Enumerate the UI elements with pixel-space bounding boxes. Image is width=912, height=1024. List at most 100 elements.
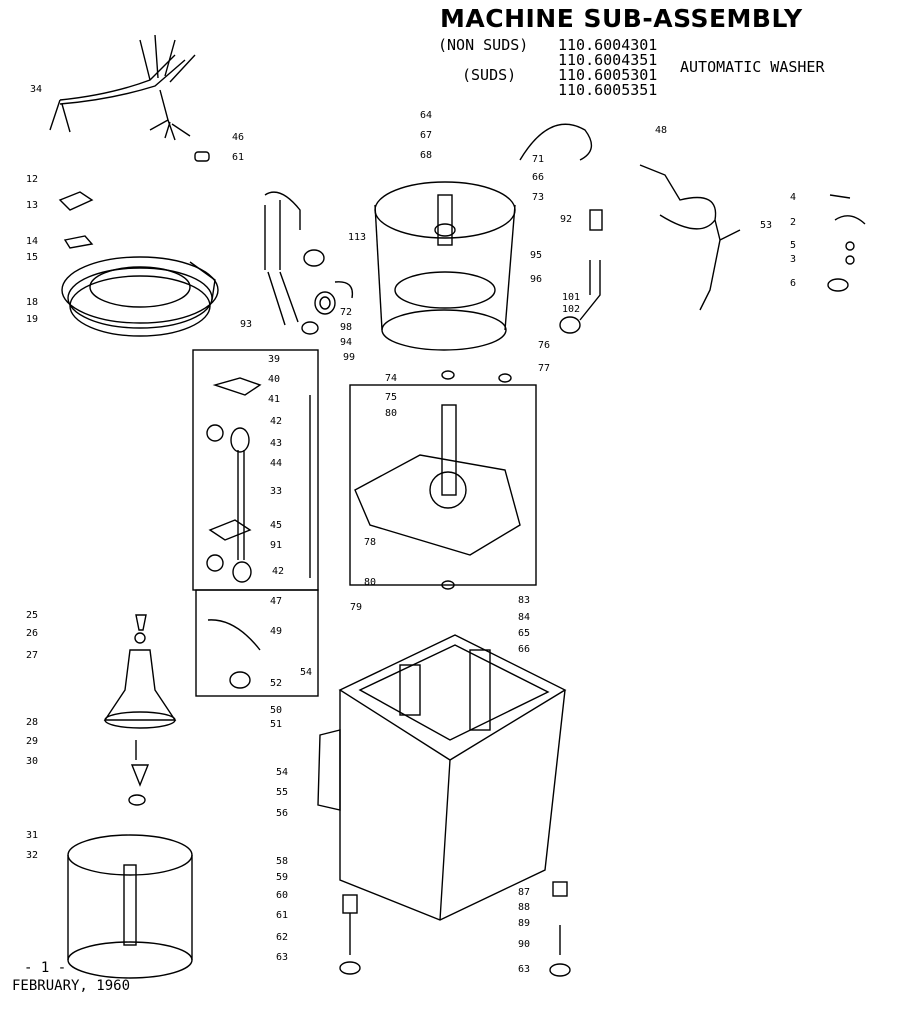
ring-part — [827, 278, 849, 292]
part-callout-number: 71 — [532, 154, 544, 165]
part-callout-number: 44 — [270, 458, 282, 469]
part-callout-number: 66 — [532, 172, 544, 183]
part-callout-number: 62 — [276, 932, 288, 943]
rod-part — [237, 450, 245, 560]
part-callout-number: 90 — [518, 939, 530, 950]
part-callout-number: 102 — [562, 304, 580, 315]
part-callout-number: 76 — [538, 340, 550, 351]
part-callout-number: 46 — [232, 132, 244, 143]
part-callout-number: 84 — [518, 612, 530, 623]
part-callout-number: 60 — [276, 890, 288, 901]
part-callout-number: 59 — [276, 872, 288, 883]
panel-part — [317, 729, 341, 811]
part-callout-number: 52 — [270, 678, 282, 689]
part-callout-number: 5 — [790, 240, 796, 251]
part-callout-number: 34 — [30, 84, 42, 95]
diagram-title: MACHINE SUB-ASSEMBLY — [440, 4, 803, 33]
part-callout-number: 91 — [270, 540, 282, 551]
part-callout-number: 61 — [232, 152, 244, 163]
part-callout-number: 15 — [26, 252, 38, 263]
part-callout-number: 50 — [270, 705, 282, 716]
ring-part — [314, 291, 336, 315]
part-callout-number: 75 — [385, 392, 397, 403]
part-drawings — [49, 34, 866, 979]
part-callout-number: 33 — [270, 486, 282, 497]
part-callout-number: 73 — [532, 192, 544, 203]
base-plate-part — [354, 454, 521, 556]
part-callout-number: 27 — [26, 650, 38, 661]
foot-bracket-part — [342, 894, 358, 914]
part-callout-number: 39 — [268, 354, 280, 365]
part-callout-number: 40 — [268, 374, 280, 385]
part-callout-number: 14 — [26, 236, 38, 247]
part-callout-number: 3 — [790, 254, 796, 265]
part-callout-number: 2 — [790, 217, 796, 228]
pipe-part — [519, 123, 593, 161]
part-callout-number: 42 — [272, 566, 284, 577]
part-callout-number: 79 — [350, 602, 362, 613]
part-callout-number: 66 — [518, 644, 530, 655]
part-callout-number: 83 — [518, 595, 530, 606]
washer-lid-part — [61, 256, 219, 337]
non-suds-label: (NON SUDS) — [438, 36, 529, 54]
part-callout-number: 48 — [655, 125, 667, 136]
part-callout-number: 31 — [26, 830, 38, 841]
part-callout-number: 94 — [340, 337, 352, 348]
part-callout-number: 29 — [26, 736, 38, 747]
hose-part — [264, 191, 301, 270]
wash-basket-part — [67, 834, 193, 979]
part-callout-number: 92 — [560, 214, 572, 225]
cone-part — [130, 764, 150, 787]
foot-bracket-part — [552, 881, 568, 897]
part-callout-number: 12 — [26, 174, 38, 185]
foot-pad-part — [339, 961, 361, 975]
model-number: 110.6005301 — [558, 66, 658, 84]
agitator-cap-part — [135, 614, 147, 631]
part-callout-number: 28 — [26, 717, 38, 728]
assembly-group-box — [349, 384, 537, 586]
part-callout-number: 43 — [270, 438, 282, 449]
part-callout-number: 4 — [790, 192, 796, 203]
mount-plate-part — [212, 377, 262, 396]
part-callout-number: 63 — [276, 952, 288, 963]
part-callout-number: 80 — [364, 577, 376, 588]
part-callout-number: 58 — [276, 856, 288, 867]
part-callout-number: 78 — [364, 537, 376, 548]
part-callout-number: 53 — [760, 220, 772, 231]
foot-pad-part — [549, 963, 571, 977]
clip-part — [194, 151, 210, 162]
appliance-name: AUTOMATIC WASHER — [680, 58, 825, 76]
cable-part — [207, 619, 261, 651]
model-number: 110.6004301 — [558, 36, 658, 54]
assembly-group-box — [195, 589, 319, 697]
publication-date: FEBRUARY, 1960 — [12, 978, 131, 994]
wire-harness-part — [49, 34, 196, 141]
page-number: - 1 - — [24, 960, 67, 976]
bracket-part — [208, 519, 252, 541]
cabinet-part — [338, 634, 567, 921]
part-callout-number: 45 — [270, 520, 282, 531]
part-callout-number: 98 — [340, 322, 352, 333]
assembly-group-box — [192, 349, 319, 591]
part-callout-number: 95 — [530, 250, 542, 261]
screw-part — [829, 194, 851, 199]
part-callout-number: 47 — [270, 596, 282, 607]
part-callout-number: 93 — [240, 319, 252, 330]
part-callout-number: 68 — [420, 150, 432, 161]
gasket-part — [303, 249, 325, 267]
part-callout-number: 89 — [518, 918, 530, 929]
part-callout-number: 41 — [268, 394, 280, 405]
elbow-part — [334, 281, 354, 299]
part-callout-number: 96 — [530, 274, 542, 285]
part-callout-number: 19 — [26, 314, 38, 325]
agitator-part — [103, 649, 177, 729]
shaft-part — [441, 404, 457, 496]
part-callout-number: 6 — [790, 278, 796, 289]
plug-part — [589, 209, 603, 231]
part-callout-number: 25 — [26, 610, 38, 621]
bracket-part — [58, 191, 94, 211]
part-callout-number: 80 — [385, 408, 397, 419]
latch-part — [63, 235, 94, 249]
